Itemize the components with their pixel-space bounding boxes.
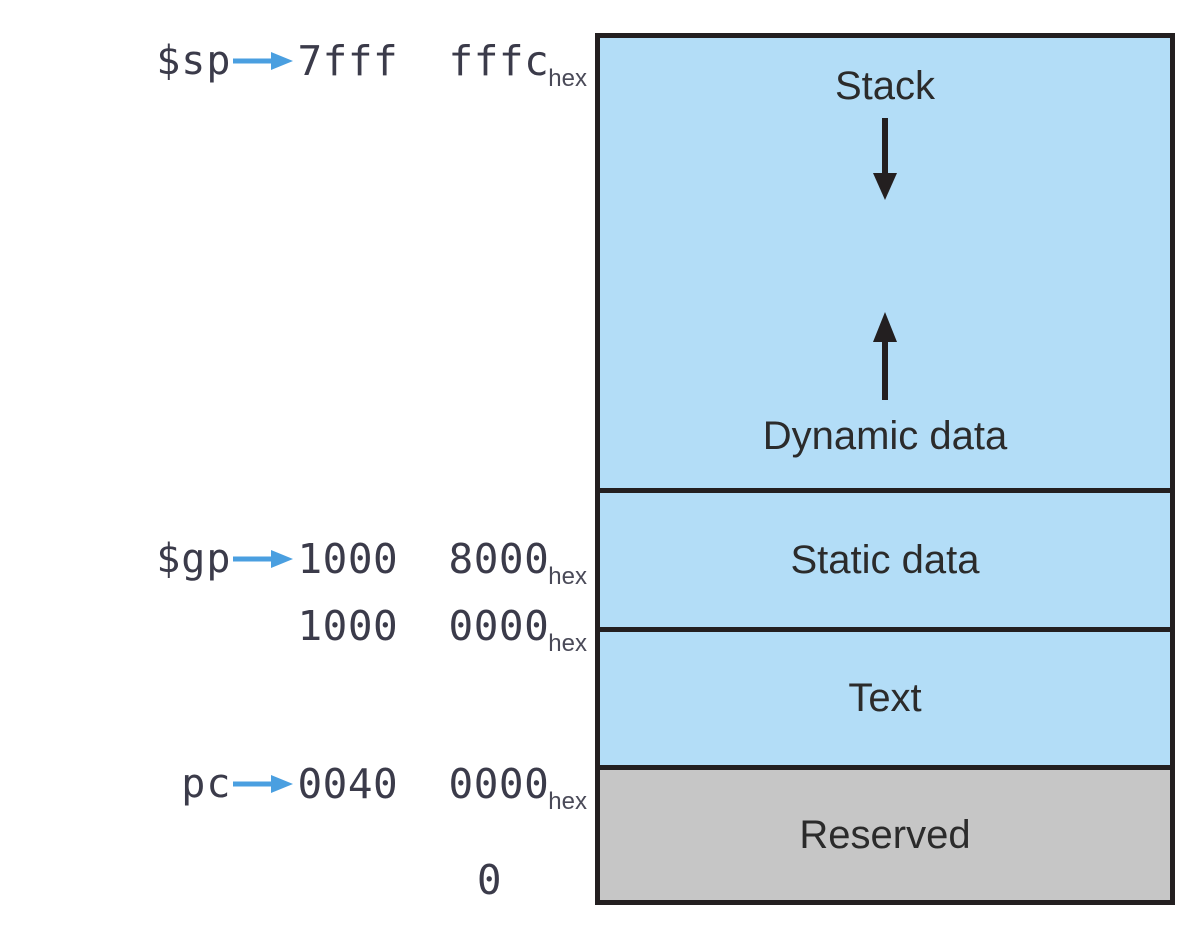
segment-label-reserved: Reserved xyxy=(799,812,971,857)
register-name-gp: $gp xyxy=(156,536,232,582)
register-name-sp: $sp xyxy=(156,38,232,84)
address-label-sp: $sp 7fff fffchex xyxy=(0,29,588,93)
address-value-gp: 1000 8000hex xyxy=(297,535,587,590)
segment-label-stack: Stack xyxy=(834,64,936,108)
address-value-static-base: 1000 0000hex xyxy=(297,602,587,657)
up-arrow-icon xyxy=(873,312,897,400)
segment-label-dynamic-data: Dynamic data xyxy=(762,414,1008,458)
divider-text-reserved xyxy=(600,765,1170,770)
right-arrow-icon xyxy=(233,52,294,70)
hex-subscript: hex xyxy=(548,65,587,92)
divider-static-text xyxy=(600,627,1170,632)
right-arrow-icon xyxy=(233,550,294,568)
register-name-pc: pc xyxy=(181,761,232,807)
hex-subscript: hex xyxy=(548,788,587,815)
address-value-sp: 7fff fffchex xyxy=(297,37,587,92)
address-label-gp: $gp 1000 8000hex xyxy=(0,527,588,591)
segment-label-static-data: Static data xyxy=(790,537,980,582)
right-arrow-icon xyxy=(233,775,294,793)
hex-subscript: hex xyxy=(548,630,587,657)
segment-stack-dynamic: Stack Dynamic data xyxy=(600,38,1170,488)
down-arrow-icon xyxy=(873,118,897,200)
segment-label-text: Text xyxy=(848,676,922,720)
memory-map-box: Stack Dynamic data Static data Text Rese… xyxy=(595,33,1175,905)
address-label-zero: 0 xyxy=(0,850,502,910)
segment-text: Text xyxy=(600,632,1170,765)
address-label-pc: pc 0040 0000hex xyxy=(0,752,588,816)
hex-subscript: hex xyxy=(548,563,587,590)
segment-static-data: Static data xyxy=(600,493,1170,627)
address-label-static-base: 1000 0000hex xyxy=(0,594,588,658)
address-value-zero: 0 xyxy=(476,856,502,904)
divider-dynamic-static xyxy=(600,488,1170,493)
segment-reserved: Reserved xyxy=(600,770,1170,900)
address-value-pc: 0040 0000hex xyxy=(297,760,587,815)
